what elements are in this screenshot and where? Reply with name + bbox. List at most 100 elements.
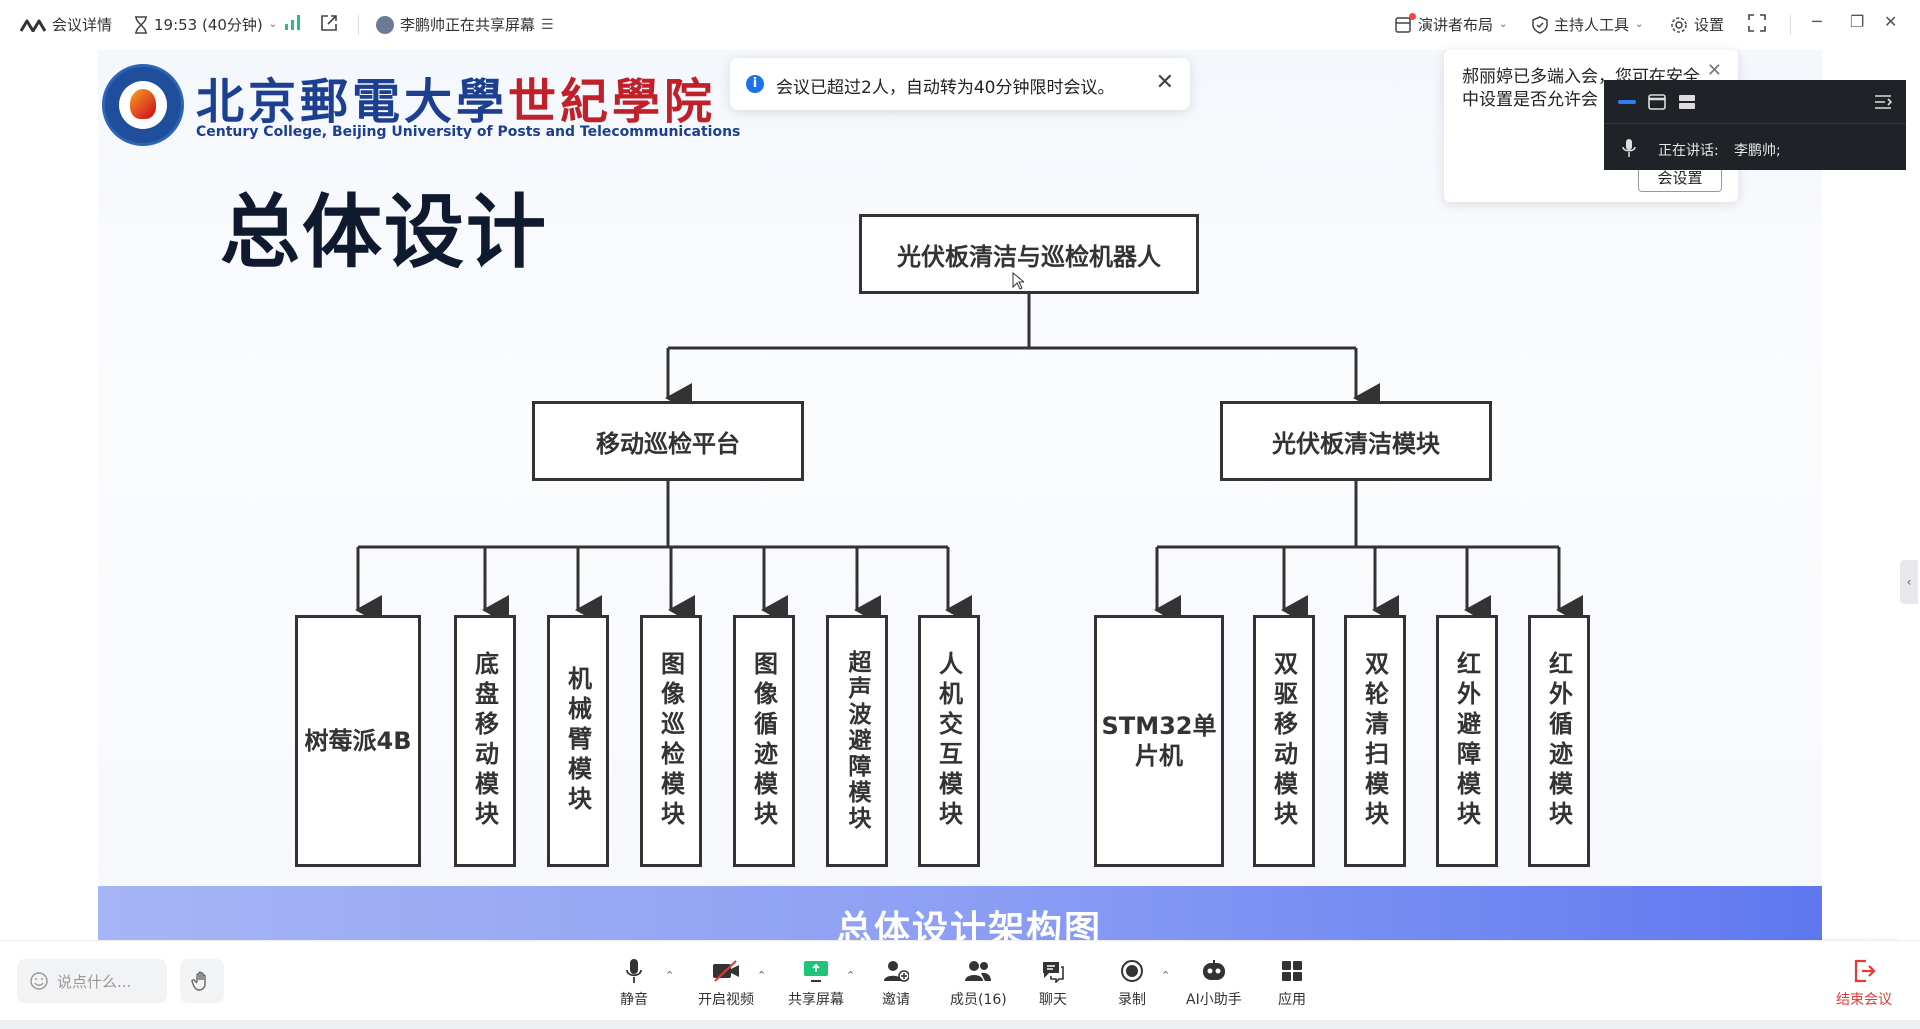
minimize-panel-icon[interactable] <box>1618 100 1636 104</box>
record-label: 录制 <box>1118 992 1146 1008</box>
diagram-leaf: 红外循迹模块 <box>1528 615 1590 867</box>
diagram-branch-right: 光伏板清洁模块 <box>1220 401 1492 481</box>
limit-toast: i 会议已超过2人，自动转为40分钟限时会议。 ✕ <box>730 58 1190 110</box>
toast-message: 会议已超过2人，自动转为40分钟限时会议。 <box>776 78 1115 98</box>
popout-button[interactable] <box>320 14 338 32</box>
members-button[interactable]: 成员(16) <box>950 957 1007 1009</box>
list-view-icon[interactable] <box>1678 93 1696 111</box>
record-button[interactable]: 录制 <box>1118 957 1146 1009</box>
host-tools-button[interactable]: 主持人工具 ⌄ <box>1532 14 1643 35</box>
meeting-logo-icon <box>20 19 46 32</box>
fullscreen-icon <box>1748 14 1766 32</box>
meeting-details-button[interactable]: 会议详情 <box>20 14 112 35</box>
caption-band: 总体设计架构图 <box>98 886 1822 940</box>
record-icon <box>1121 960 1143 982</box>
chevron-left-icon: ‹ <box>1906 575 1912 589</box>
diagram-leaf: 底盘移动模块 <box>454 615 516 867</box>
side-panel-toggle[interactable]: ‹ <box>1900 560 1918 604</box>
host-tools-label: 主持人工具 <box>1554 16 1630 34</box>
end-meeting-label: 结束会议 <box>1836 992 1892 1008</box>
robot-icon <box>1202 960 1225 980</box>
chevron-down-icon: ⌄ <box>1635 19 1644 30</box>
video-off-icon <box>713 960 739 982</box>
settings-button[interactable]: 设置 <box>1670 14 1724 35</box>
diagram-leaf: 红外避障模块 <box>1436 615 1498 867</box>
minimize-button[interactable]: ─ <box>1812 12 1822 31</box>
notification-dot <box>1409 13 1416 20</box>
apps-button[interactable]: 应用 <box>1278 957 1306 1009</box>
college-name-cn: 北京郵電大學世紀學院 <box>196 74 717 130</box>
diagram-leaf: 树莓派4B <box>295 615 421 867</box>
close-icon: ✕ <box>1884 12 1898 31</box>
collapse-panel-icon[interactable] <box>1874 93 1892 111</box>
chevron-up-icon[interactable]: ⌃ <box>665 969 675 982</box>
chat-icon <box>1043 962 1064 983</box>
diagram-leaf: 双驱移动模块 <box>1253 615 1315 867</box>
share-screen-icon <box>804 961 828 982</box>
presenter-layout-label: 演讲者布局 <box>1418 16 1494 34</box>
fullscreen-button[interactable] <box>1748 14 1766 32</box>
avatar <box>376 15 394 34</box>
mute-button[interactable]: 静音 <box>620 957 648 1009</box>
chevron-up-icon[interactable]: ⌃ <box>757 969 767 982</box>
diagram-leaf: 人机交互模块 <box>918 615 980 867</box>
emoji-icon <box>30 972 48 990</box>
layout-icon <box>1395 16 1411 33</box>
microphone-icon <box>626 959 642 983</box>
divider <box>358 15 359 35</box>
raise-hand-button[interactable] <box>180 959 224 1003</box>
mute-label: 静音 <box>620 992 648 1008</box>
diagram-leaf: 图像巡检模块 <box>640 615 702 867</box>
window-icon[interactable] <box>1648 93 1666 111</box>
share-screen-label: 共享屏幕 <box>788 992 844 1008</box>
add-user-icon <box>884 961 909 982</box>
toast-close-button[interactable]: ✕ <box>1156 70 1174 95</box>
ai-assistant-label: AI小助手 <box>1186 992 1242 1008</box>
chat-button[interactable]: 聊天 <box>1039 957 1067 1009</box>
share-screen-button[interactable]: 共享屏幕 <box>788 957 844 1009</box>
chevron-up-icon[interactable]: ⌃ <box>1161 969 1171 982</box>
presenter-layout-button[interactable]: 演讲者布局 ⌄ <box>1394 14 1507 35</box>
hourglass-icon <box>135 15 147 34</box>
sharer-status[interactable]: 李鹏帅正在共享屏幕 ☰ <box>376 14 554 35</box>
shield-icon <box>1532 15 1548 34</box>
diagram-leaf: 图像循迹模块 <box>733 615 795 867</box>
invite-label: 邀请 <box>882 992 910 1008</box>
diagram-leaf: 双轮清扫模块 <box>1344 615 1406 867</box>
chevron-up-icon[interactable]: ⌃ <box>846 969 856 982</box>
minimize-icon: ─ <box>1812 12 1822 31</box>
chat-quick-input[interactable]: 说点什么... <box>17 959 167 1003</box>
college-logo-icon <box>102 64 184 146</box>
end-meeting-button[interactable]: 结束会议 <box>1836 957 1892 1009</box>
restore-button[interactable]: ❐ <box>1850 12 1864 31</box>
ai-assistant-button[interactable]: AI小助手 <box>1186 957 1242 1009</box>
chat-label: 聊天 <box>1039 992 1067 1008</box>
microphone-icon <box>1622 139 1636 157</box>
invite-button[interactable]: 邀请 <box>882 957 910 1009</box>
sharer-status-label: 李鹏帅正在共享屏幕 <box>400 16 536 34</box>
bottom-toolbar: 说点什么... 静音 ⌃ 开启视频 ⌃ 共享屏幕 ⌃ <box>0 940 1920 1020</box>
divider <box>1790 15 1791 35</box>
signal-indicator[interactable] <box>284 14 302 30</box>
video-button[interactable]: 开启视频 <box>698 957 754 1009</box>
external-link-icon <box>321 15 337 31</box>
diagram-connectors <box>355 292 1583 625</box>
close-button[interactable]: ✕ <box>1884 12 1897 31</box>
signal-bars-icon <box>285 15 300 30</box>
close-icon: ✕ <box>1155 70 1174 95</box>
diagram-leaf: 超声波避障模块 <box>826 615 888 867</box>
speaker-name: 李鹏帅; <box>1734 143 1781 159</box>
meeting-timer[interactable]: 19:53 (40分钟) ⌄ <box>134 14 277 35</box>
speaking-panel: 正在讲话: 李鹏帅; <box>1604 80 1906 170</box>
notice-close-button[interactable]: ✕ <box>1707 60 1722 81</box>
chevron-down-icon: ⌄ <box>1499 19 1508 30</box>
gear-icon <box>1671 16 1687 33</box>
apps-grid-icon <box>1282 961 1302 981</box>
mouse-cursor-icon <box>1012 272 1024 290</box>
college-name-en: Century College, Beijing University of P… <box>196 124 741 140</box>
exit-icon <box>1854 959 1876 983</box>
apps-label: 应用 <box>1278 992 1306 1008</box>
meeting-details-label: 会议详情 <box>52 16 113 34</box>
video-label: 开启视频 <box>698 992 754 1008</box>
